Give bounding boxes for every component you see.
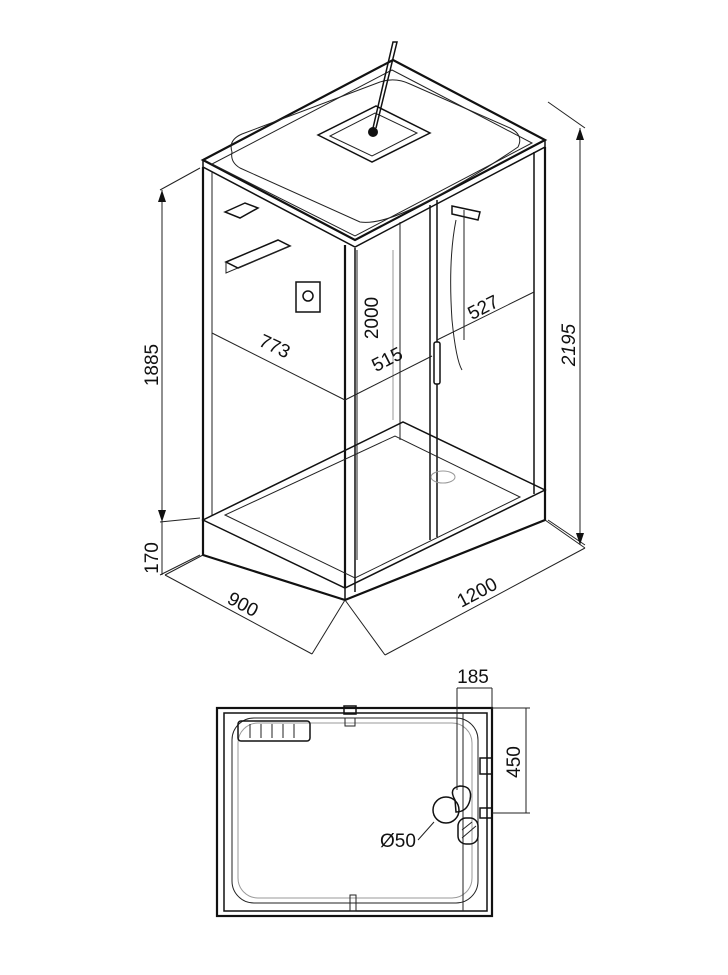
dim-line-1885 (159, 167, 201, 523)
plan-shelf-slats (249, 724, 295, 738)
dim-line-170 (159, 522, 201, 576)
plan-top-marker (343, 705, 357, 715)
dim-text-2000: 2000 (362, 297, 383, 339)
dim-line-515 (344, 355, 433, 401)
dim-arrow-2195-top (576, 128, 584, 140)
dim-text-170: 170 (142, 542, 163, 574)
tray-top (201, 421, 547, 589)
tray-drain (430, 470, 456, 484)
dim-text-drain: Ø50 (380, 831, 416, 852)
dim-text-773: 773 (256, 331, 294, 363)
dim-line-773 (211, 332, 346, 401)
dim-text-527: 527 (465, 292, 503, 325)
plan-view: 185 450 Ø50 (215, 667, 530, 918)
plan-tray-bowl (237, 722, 473, 899)
dim-text-2195: 2195 (559, 323, 580, 367)
plan-tray-inner (231, 717, 479, 904)
plan-frame (223, 712, 488, 912)
dim-arrow-1885-top (158, 190, 166, 202)
roof-inner-outline (210, 69, 534, 237)
dim-text-450: 450 (504, 746, 525, 778)
plan-soap-slats (461, 821, 477, 839)
tray-inner (223, 435, 522, 579)
plan-right-fitting-2 (479, 807, 493, 819)
dim-line-185 (456, 687, 493, 790)
plan-shelf (237, 720, 311, 742)
door-handle (433, 341, 441, 385)
plan-shower-head (451, 785, 472, 813)
dim-arrow-2195-bot (576, 533, 584, 545)
dim-text-1885: 1885 (142, 344, 163, 386)
dim-line-450 (492, 707, 530, 814)
roof-outline (200, 58, 548, 242)
shower-hose (450, 219, 463, 371)
shelf-bottom (224, 239, 292, 269)
dim-text-900: 900 (224, 588, 262, 621)
plan-bottom-marker (349, 894, 357, 912)
dim-line-527 (436, 291, 535, 341)
dim-line-2195 (547, 101, 586, 546)
dim-line-1200 (344, 519, 586, 656)
dim-text-185: 185 (457, 667, 489, 688)
dim-text-1200: 1200 (454, 574, 501, 612)
mixer-plate (295, 281, 321, 313)
overhead-shower-inner (328, 112, 419, 157)
plan-soap-dish (457, 817, 479, 845)
isometric-view: 2195 1885 170 900 1200 773 515 527 2000 (142, 41, 586, 656)
dim-line-900 (164, 554, 346, 655)
shower-holder (451, 205, 481, 221)
plan-right-fitting-1 (479, 757, 493, 775)
roof-pipe (372, 41, 398, 129)
roof-edge (202, 140, 546, 248)
plan-outer (215, 706, 494, 918)
plan-drain-leader (417, 821, 435, 841)
roof-dome (230, 79, 521, 223)
plan-drain (432, 796, 460, 824)
mixer-knob (302, 290, 314, 302)
overhead-shower-frame (316, 105, 432, 163)
shelf-top (223, 202, 260, 219)
dim-arrow-1885-bot (158, 510, 166, 522)
overhead-shower-head (368, 127, 378, 137)
plan-top-marker-2 (344, 717, 356, 727)
shelf-bottom-back (225, 245, 291, 274)
